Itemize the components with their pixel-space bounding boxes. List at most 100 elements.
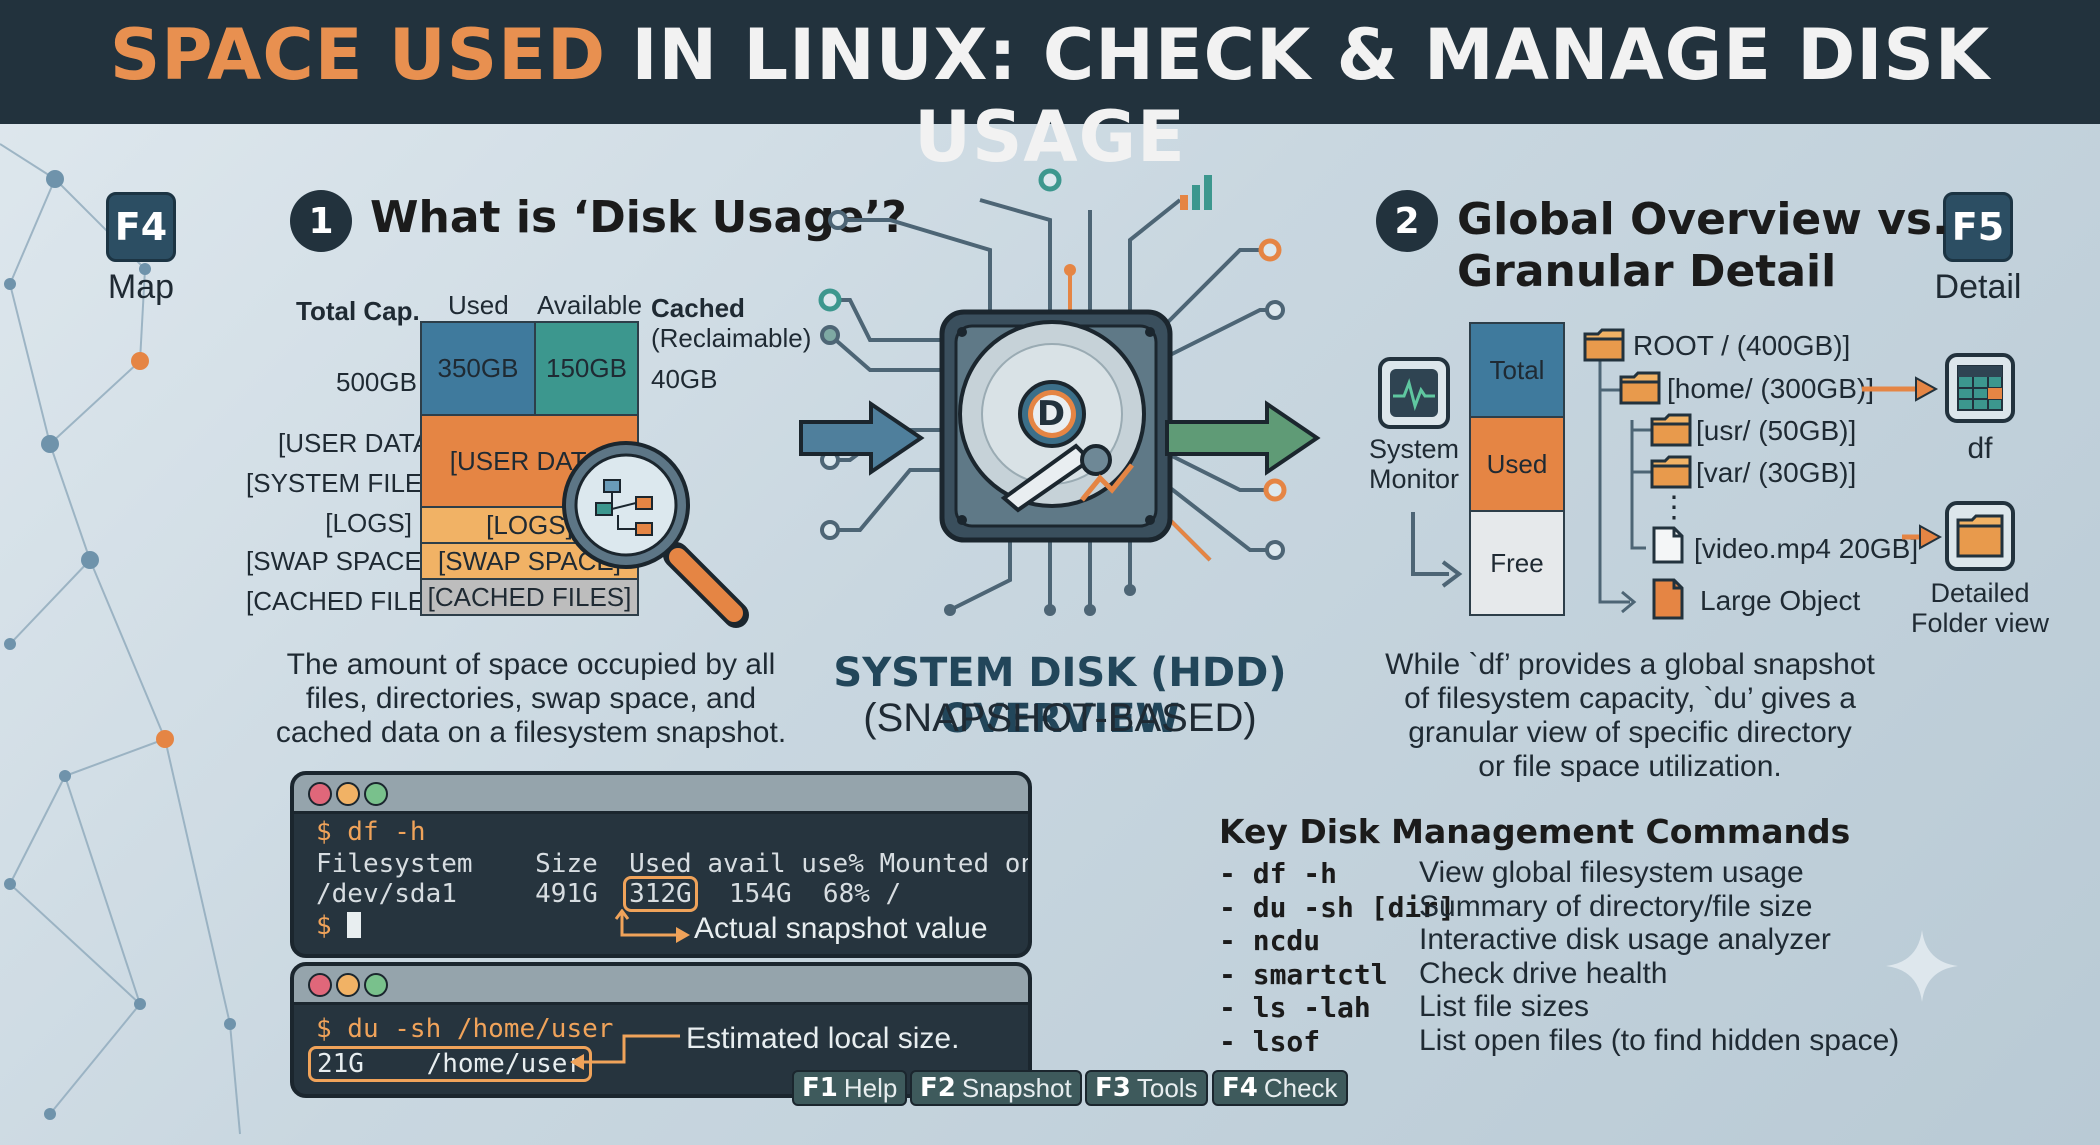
section-2-number: 2 (1376, 190, 1438, 252)
terminal-du[interactable]: $ du -sh /home/user 21G /home/user Estim… (290, 962, 1032, 1098)
command-row: - lsof List open files (to find hidden sp… (1219, 1023, 1919, 1059)
df-row: /dev/sda1 491G 312G 154G 68% / (316, 876, 902, 912)
section-1-title: What is ‘Disk Usage’? (370, 192, 907, 243)
row-label-logs: [LOGS] (325, 508, 412, 538)
command-name: - df -h (1219, 857, 1338, 890)
f5-key-caption: Detail (1934, 268, 2022, 306)
section-2-description-line: While `df’ provides a global snapshot (1385, 648, 1875, 681)
directory-tree-lines (1598, 360, 1652, 614)
cached-value: 40GB (651, 364, 718, 394)
command-name: - du -sh [dir] (1219, 890, 1456, 924)
folder-icon-var (1650, 455, 1692, 489)
close-dot-icon[interactable] (308, 973, 332, 997)
du-command-text: $ du -sh /home/user (316, 1014, 614, 1044)
file-icon-large-object (1652, 578, 1684, 620)
minimize-dot-icon[interactable] (336, 782, 360, 806)
estimate-annotation-arrow (570, 1034, 680, 1070)
available-bar-segment: 150GB (534, 321, 639, 416)
df-header: Filesystem Size Used avail use% Mounted … (316, 849, 1032, 879)
detailed-folder-label-line: Folder view (1910, 608, 2050, 638)
f2-label: Snapshot (961, 1072, 1072, 1103)
tree-item-home[interactable]: [home/ (300GB)] (1667, 373, 1874, 404)
du-output: 21G /home/user (308, 1046, 593, 1082)
sparkle-icon (1886, 930, 1958, 1002)
disk-overview-title: SYSTEM DISK (HDD) OVERVIEW (833, 650, 1287, 742)
df-spreadsheet-icon[interactable] (1944, 352, 2016, 424)
stack-total: Total (1469, 322, 1565, 418)
maximize-dot-icon[interactable] (364, 782, 388, 806)
maximize-dot-icon[interactable] (364, 973, 388, 997)
f4-key-caption: Map (107, 268, 175, 306)
row-label-system-files: [SYSTEM FILES] (246, 468, 447, 498)
row-label-swap-space: [SWAP SPACE] (246, 546, 430, 576)
row-label-cached-files: [CACHED FILES] (246, 586, 450, 616)
estimate-annotation: Estimated local size. (686, 1022, 960, 1055)
available-column-label: Available (537, 290, 643, 320)
command-row: - du -sh [dir]Summary of directory/file … (1219, 890, 1919, 925)
system-monitor-icon[interactable] (1377, 356, 1451, 430)
f3-key: F3 (1095, 1073, 1131, 1103)
tree-item-root[interactable]: ROOT / (400GB)] (1633, 330, 1851, 361)
used-column-label: Used (448, 290, 509, 320)
section-2-description-line: of filesystem capacity, `du’ gives a (1404, 682, 1856, 715)
commands-title: Key Disk Management Commands (1219, 812, 1851, 851)
df-cursor-prompt: $ (316, 911, 362, 941)
command-description: List file sizes (1419, 990, 1590, 1023)
minimize-dot-icon[interactable] (336, 973, 360, 997)
terminal-df[interactable]: $ df -h Filesystem Size Used avail use% … (290, 771, 1032, 958)
section-2-title-line-2: Granular Detail (1457, 246, 1837, 297)
tree-item-large-object[interactable]: Large Object (1700, 585, 1861, 616)
section-2-description: While `df’ provides a global snapshot of… (1350, 648, 1910, 784)
total-capacity-label: Total Cap. (296, 296, 420, 326)
hard-disk-illustration (818, 168, 1287, 616)
section-1-description-line: The amount of space occupied by all (286, 648, 776, 681)
terminal-df-titlebar (294, 775, 1028, 814)
terminal-du-titlebar (294, 966, 1028, 1005)
file-icon-video (1652, 526, 1684, 564)
close-dot-icon[interactable] (308, 782, 332, 806)
tree-item-var[interactable]: [var/ (30GB)] (1696, 457, 1857, 488)
total-capacity-value: 500GB (336, 367, 417, 397)
f4-label: Check (1263, 1072, 1338, 1103)
tree-item-video[interactable]: [video.mp4 20GB] (1694, 533, 1919, 564)
command-description: Check drive health (1419, 956, 1668, 990)
command-name: - ncdu (1219, 924, 1321, 957)
title-rest: IN LINUX: CHECK & MANAGE DISK USAGE (606, 14, 1991, 178)
section-2-description-line: granular view of specific directory (1408, 716, 1852, 749)
disk-letter: D (1036, 394, 1066, 434)
title-highlight: SPACE USED (109, 14, 607, 96)
f5-key-badge[interactable]: F5 (1943, 192, 2013, 262)
detailed-folder-label-line: Detailed (1930, 578, 2030, 608)
command-description: List open files (to find hidden space) (1419, 1023, 1900, 1057)
f3-label: Tools (1136, 1072, 1198, 1103)
disk-overview-subtitle: (SNAPSHOT-BASED) (863, 696, 1257, 740)
command-name: - lsof (1219, 1024, 1321, 1058)
cached-sub-label: (Reclaimable) (651, 323, 812, 353)
video-to-folder-arrow (1902, 524, 1942, 550)
output-arrow-icon (1165, 400, 1321, 476)
f4-key-badge[interactable]: F4 (106, 192, 176, 262)
f1-key: F1 (802, 1073, 838, 1103)
du-command: $ du -sh /home/user (316, 1014, 613, 1044)
snapshot-annotation-arrow (614, 909, 690, 943)
command-description: Interactive disk usage analyzer (1419, 923, 1831, 956)
command-name: - smartctl (1219, 957, 1388, 991)
tree-ellipsis: ⋮ (1659, 491, 1689, 524)
tree-item-usr[interactable]: [usr/ (50GB)] (1696, 415, 1857, 446)
section-2-title-line-1: Global Overview vs. (1457, 194, 1949, 245)
cached-label: Cached (651, 293, 745, 323)
command-row: - smartctl Check drive health (1219, 956, 1919, 992)
cached-files-bar: [CACHED FILES] (420, 578, 639, 616)
folder-icon-usr (1650, 413, 1692, 447)
detailed-folder-icon[interactable] (1944, 500, 2016, 572)
stack-free: Free (1469, 510, 1565, 616)
df-command: $ df -h (316, 817, 426, 847)
f2-key: F2 (920, 1073, 956, 1103)
df-row-end: 154G 68% / (697, 879, 902, 909)
